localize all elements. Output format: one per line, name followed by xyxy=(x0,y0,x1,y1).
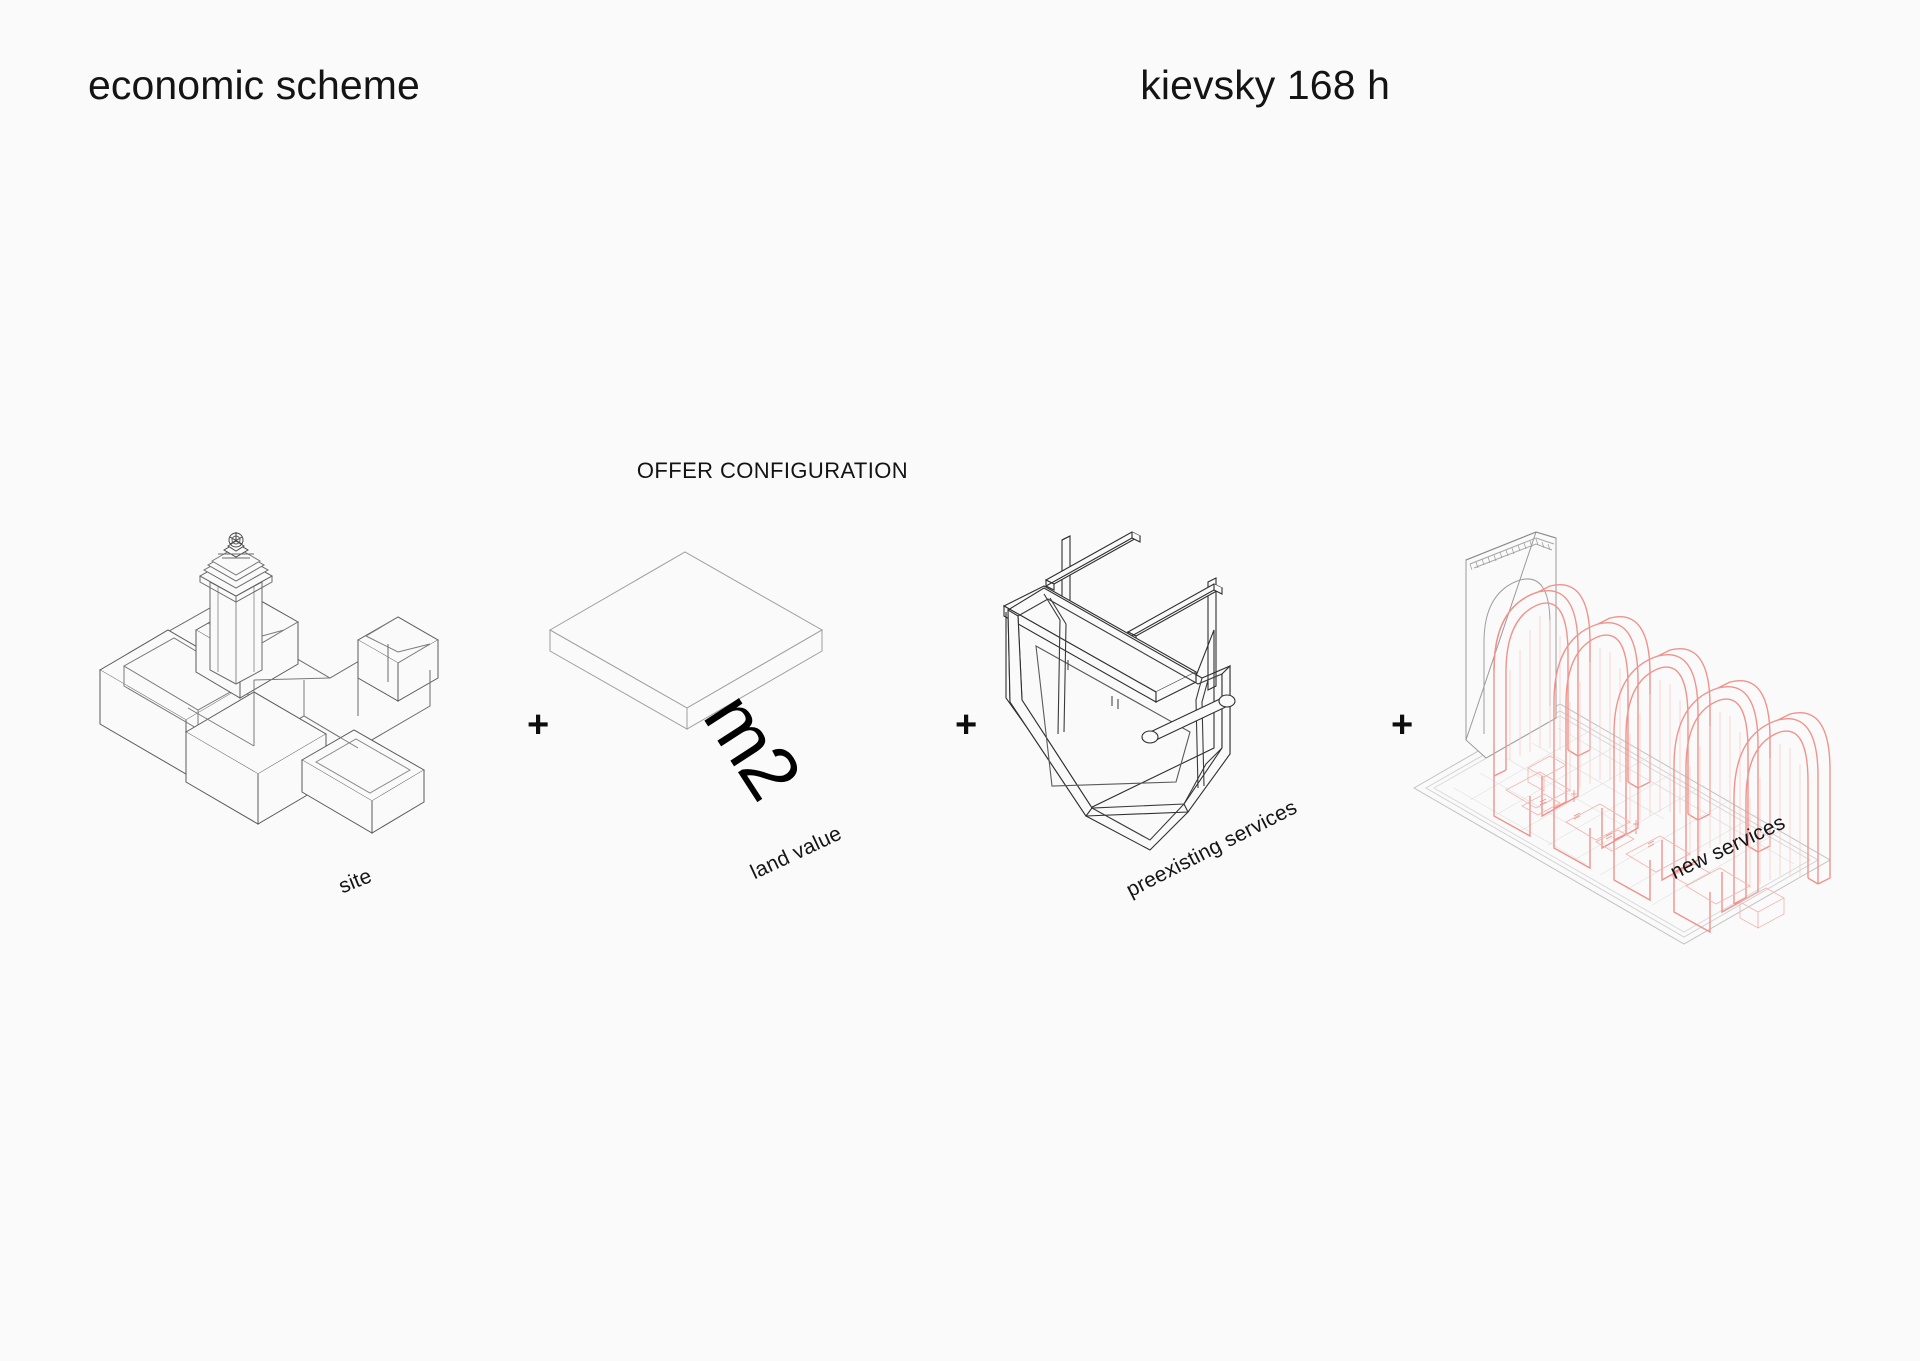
plus-operator-1: + xyxy=(527,704,550,746)
plus-operator-2: + xyxy=(955,704,978,746)
figure-preexisting-services xyxy=(1000,520,1420,940)
page-header: economic scheme kievsky 168 h xyxy=(0,62,1920,122)
site-axonometric-drawing xyxy=(98,532,440,834)
land-value-slab-drawing xyxy=(548,551,824,730)
new-services-vault-drawing xyxy=(1412,531,1832,945)
figure-new-services xyxy=(1410,520,1832,945)
page-title-left: economic scheme xyxy=(88,62,420,108)
page-title-right: kievsky 168 h xyxy=(1140,62,1390,108)
plus-operator-3: + xyxy=(1391,704,1414,746)
section-heading: OFFER CONFIGURATION xyxy=(636,458,909,483)
figure-land-value xyxy=(540,520,960,940)
preexisting-services-frame-drawing xyxy=(1002,531,1236,851)
figure-row xyxy=(0,520,1920,945)
figure-site xyxy=(58,520,478,940)
